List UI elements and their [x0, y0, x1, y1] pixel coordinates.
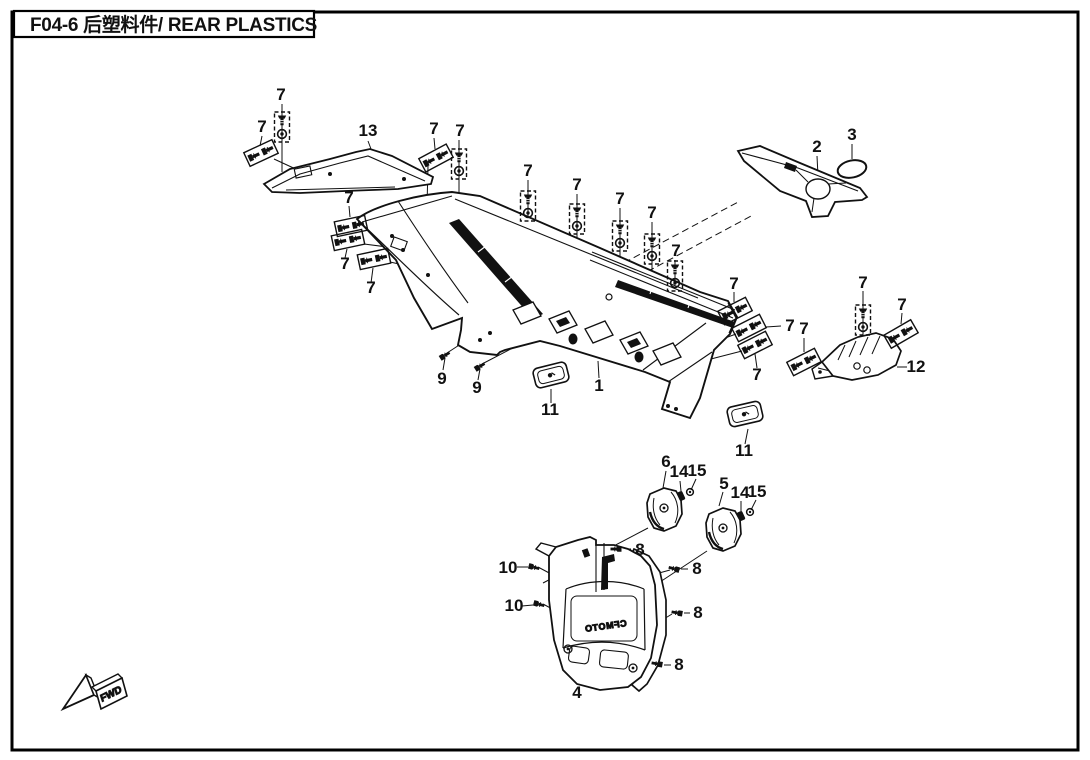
part-6-bracket	[646, 487, 683, 532]
callout-5: 5	[719, 474, 728, 493]
callout-9: 9	[472, 378, 481, 397]
screw-7	[243, 138, 279, 168]
callout-7: 7	[858, 273, 867, 292]
callout-7: 7	[752, 365, 761, 384]
callout-14: 14	[670, 462, 689, 481]
callout-labels: 13 7 7 7 7 7 7 7 7 7 7 7 7 7 7 7 7 7 7 1…	[257, 85, 925, 702]
callout-7: 7	[276, 85, 285, 104]
callout-3: 3	[847, 125, 856, 144]
callout-15: 15	[688, 461, 707, 480]
part-12-bracket	[811, 332, 902, 381]
screw-7	[356, 247, 392, 271]
callout-12: 12	[907, 357, 926, 376]
callout-10: 10	[499, 558, 518, 577]
screw-10	[527, 562, 541, 572]
callout-7: 7	[647, 203, 656, 222]
callout-7: 7	[729, 274, 738, 293]
screw-8	[667, 564, 681, 574]
callout-7: 7	[455, 121, 464, 140]
callout-7: 7	[366, 278, 375, 297]
screw-7	[883, 319, 919, 349]
screw-7	[418, 143, 454, 173]
callout-7: 7	[897, 295, 906, 314]
callout-7: 7	[799, 319, 808, 338]
page-border	[10, 10, 1080, 752]
callout-7: 7	[429, 119, 438, 138]
title-box: F04-6 后塑料件/ REAR PLASTICS	[12, 9, 317, 39]
part-13-side-panel	[262, 148, 435, 194]
callout-1: 1	[594, 376, 603, 395]
callout-7: 7	[615, 189, 624, 208]
callout-8: 8	[692, 559, 701, 578]
callout-4: 4	[572, 683, 582, 702]
page-title: F04-6 后塑料件/ REAR PLASTICS	[30, 13, 317, 36]
callout-8: 8	[635, 540, 644, 559]
callout-7: 7	[671, 241, 680, 260]
callout-2: 2	[812, 137, 821, 156]
callout-11: 11	[541, 400, 559, 419]
callout-6: 6	[661, 452, 670, 471]
part-3-oval-seal	[836, 159, 868, 179]
callout-14: 14	[731, 483, 750, 502]
part-5-bracket	[705, 507, 742, 552]
callout-7: 7	[523, 161, 532, 180]
callout-7: 7	[572, 175, 581, 194]
callout-7: 7	[785, 316, 794, 335]
screw-7	[786, 347, 822, 377]
callout-8: 8	[693, 603, 702, 622]
screw-8	[670, 608, 684, 617]
fastener-15	[685, 487, 695, 497]
part-1-main-assembly	[355, 191, 739, 420]
callout-11: 11	[735, 441, 753, 460]
callout-15: 15	[748, 482, 767, 501]
callout-9: 9	[437, 369, 446, 388]
part-11-reflector-right	[725, 399, 765, 429]
callout-7: 7	[340, 254, 349, 273]
callout-8: 8	[674, 655, 683, 674]
callout-10: 10	[505, 596, 524, 615]
callout-7: 7	[344, 188, 353, 207]
callout-7: 7	[257, 117, 266, 136]
fwd-direction-marker: FWD	[60, 673, 128, 712]
screw-10	[532, 599, 546, 609]
part-11-reflector-left	[531, 360, 571, 390]
fastener-15	[745, 507, 755, 517]
part-4-plate-holder: CFMOTO	[534, 536, 667, 693]
part-2-center-bracket	[736, 145, 869, 218]
callout-13: 13	[359, 121, 378, 140]
